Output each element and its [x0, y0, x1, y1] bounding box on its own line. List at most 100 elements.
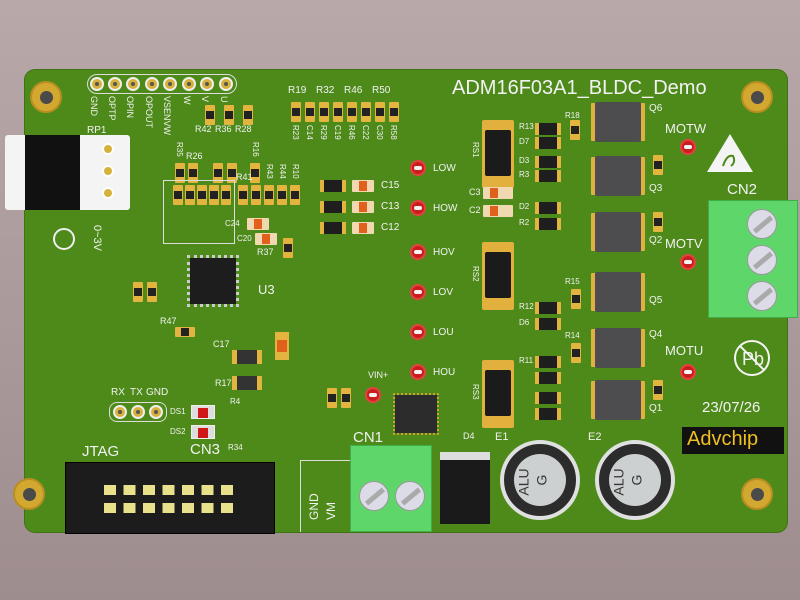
uart-pin[interactable]	[113, 405, 127, 419]
ref-label: R43	[265, 164, 274, 179]
test-point-lov[interactable]	[410, 284, 426, 300]
ref-label: C13	[381, 201, 400, 212]
mounting-hole	[741, 478, 773, 510]
shunt-resistor-rs1	[482, 120, 514, 188]
mcu-chip	[187, 255, 239, 307]
ref-label: C12	[381, 222, 400, 233]
cn3-pin-label: GND	[146, 387, 169, 398]
test-point-label: HOV	[433, 247, 455, 258]
pot-range-label: 0~3V	[91, 225, 103, 251]
screw[interactable]	[747, 245, 777, 275]
lead-free-icon: Pb	[734, 340, 770, 376]
e2-label: E2	[588, 431, 602, 443]
jtag-label: JTAG	[82, 443, 120, 460]
test-point-motu[interactable]	[680, 364, 696, 380]
resistor	[251, 185, 261, 205]
cap-text: ALU	[610, 468, 627, 496]
ref-label: Q2	[649, 235, 663, 246]
mcu-label: U3	[258, 282, 275, 297]
resistor	[290, 185, 300, 205]
ref-label: R35	[175, 142, 184, 157]
pot-knob[interactable]	[25, 135, 80, 210]
resistor	[535, 356, 561, 368]
resistor	[305, 102, 315, 122]
test-point-label: HOU	[433, 367, 456, 378]
test-point-motv[interactable]	[680, 254, 696, 270]
ref-label: R58	[389, 125, 398, 140]
resistor	[535, 123, 561, 135]
screw[interactable]	[747, 209, 777, 239]
ref-label: R11	[519, 356, 534, 365]
uart-pin[interactable]	[149, 405, 163, 419]
resistor	[571, 289, 581, 309]
ref-label: R32	[316, 85, 335, 96]
mosfet-q5	[595, 272, 641, 312]
test-point-label: LOV	[433, 287, 454, 298]
ref-label: R29	[319, 125, 328, 140]
resistor	[291, 102, 301, 122]
mosfet-q2	[595, 212, 641, 252]
cn2-terminal[interactable]	[708, 200, 798, 318]
test-point-hou[interactable]	[410, 364, 426, 380]
ref-label: R42	[195, 124, 212, 134]
diode	[535, 137, 561, 149]
test-point-hov[interactable]	[410, 244, 426, 260]
brand-logo: Advchip	[682, 427, 784, 454]
test-point-how[interactable]	[410, 200, 426, 216]
resistor	[277, 185, 287, 205]
uart-pin[interactable]	[131, 405, 145, 419]
shunt-label: RS2	[471, 266, 480, 282]
jtag-connector[interactable]	[65, 462, 275, 534]
ref-label: R13	[519, 122, 534, 131]
resistor	[327, 388, 337, 408]
ref-label: Q1	[649, 403, 663, 414]
pot-pin	[102, 143, 114, 155]
pin-label: V	[200, 96, 210, 103]
uart-header	[109, 402, 167, 422]
cn1-terminal[interactable]	[350, 445, 432, 532]
ref-label: R23	[291, 125, 300, 140]
ref-label: R19	[288, 85, 307, 96]
mounting-hole	[13, 478, 45, 510]
resistor	[347, 102, 357, 122]
ref-label: Q4	[649, 329, 663, 340]
ref-label: R4	[230, 397, 241, 406]
resistor	[570, 120, 580, 140]
ref-label: D3	[519, 156, 530, 165]
cap-text: G	[628, 474, 645, 486]
ref-label: D2	[519, 202, 530, 211]
e1-label: E1	[495, 431, 509, 443]
ref-label: R50	[372, 85, 391, 96]
test-point-vin[interactable]	[365, 387, 381, 403]
resistor	[535, 408, 561, 420]
diode	[320, 180, 346, 192]
ref-label: R18	[565, 111, 580, 120]
resistor	[188, 163, 198, 183]
screw[interactable]	[395, 481, 425, 511]
test-point-low[interactable]	[410, 160, 426, 176]
led-label: DS2	[170, 427, 186, 436]
shunt-label: RS3	[471, 384, 480, 400]
screw[interactable]	[747, 281, 777, 311]
test-point-motw[interactable]	[680, 139, 696, 155]
resistor	[224, 105, 234, 125]
ref-label: R46	[344, 85, 363, 96]
ref-label: C15	[381, 180, 400, 191]
mosfet-q4	[595, 328, 641, 368]
pcb-board: ADM16F03A1_BLDC_Demo GND OPTP OPIN OPOUT…	[5, 70, 798, 534]
rotation-icon	[53, 228, 75, 250]
screw[interactable]	[359, 481, 389, 511]
motor-label: MOTU	[665, 343, 704, 358]
test-point-lou[interactable]	[410, 324, 426, 340]
test-point-label: LOU	[433, 327, 454, 338]
mounting-hole	[30, 81, 62, 113]
capacitor	[483, 187, 513, 199]
resistor	[535, 170, 561, 182]
resistor	[185, 185, 195, 205]
cap-text: G	[533, 474, 550, 486]
header-pin	[126, 77, 140, 91]
capacitor	[483, 205, 513, 217]
mounting-hole	[741, 81, 773, 113]
potentiometer[interactable]	[5, 135, 130, 210]
ref-label: C17	[213, 339, 230, 349]
